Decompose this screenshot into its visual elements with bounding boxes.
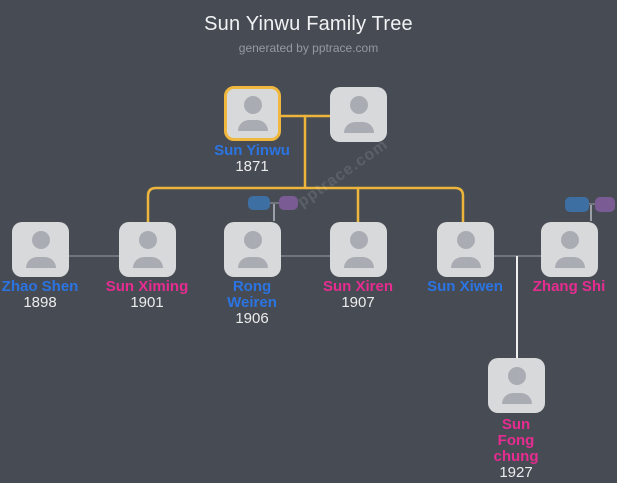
person-label-sun-ximing: Sun Ximing 1901: [92, 279, 202, 311]
person-year: 1907: [341, 294, 375, 311]
person-name: Sun Xiwen: [427, 278, 503, 295]
person-avatar-icon: [330, 222, 387, 277]
person-avatar-icon: [541, 222, 598, 277]
person-year: 1901: [130, 294, 164, 311]
person-label-sun-xiwen: Sun Xiwen: [410, 279, 520, 295]
children-bus-line: [146, 186, 465, 224]
person-card-zhao-shen[interactable]: [12, 222, 69, 277]
person-name: Rong Weiren: [227, 278, 277, 311]
page-title: Sun Yinwu Family Tree: [204, 13, 413, 35]
collapsed-male-ancestor-chip-icon[interactable]: [565, 197, 589, 212]
person-card-sun-xiren[interactable]: [330, 222, 387, 277]
person-year: 1871: [235, 158, 269, 175]
page-subtitle: generated by pptrace.com: [238, 41, 379, 55]
person-avatar-icon: [227, 89, 278, 138]
person-label-sun-fong-chung: Sun Fong chung 1927: [484, 417, 548, 481]
collapsed-female-ancestor-chip-icon[interactable]: [279, 196, 298, 210]
person-card-spouse-of-sun-yinwu[interactable]: [330, 87, 387, 142]
person-label-zhao-shen: Zhao Shen 1898: [0, 279, 95, 311]
person-card-sun-yinwu[interactable]: [224, 86, 281, 141]
person-card-sun-xiwen[interactable]: [437, 222, 494, 277]
person-label-zhang-shi: Zhang Shi: [514, 279, 617, 295]
person-avatar-icon: [437, 222, 494, 277]
person-year: 1906: [235, 310, 269, 327]
person-card-rong-weiren[interactable]: [224, 222, 281, 277]
person-card-sun-fong-chung[interactable]: [488, 358, 545, 413]
person-label-sun-xiren: Sun Xiren 1907: [303, 279, 413, 311]
person-name: Zhang Shi: [532, 278, 606, 295]
person-avatar-icon: [119, 222, 176, 277]
person-avatar-icon: [224, 222, 281, 277]
person-label-rong-weiren: Rong Weiren 1906: [212, 279, 292, 327]
person-avatar-icon: [330, 87, 387, 142]
person-name: Sun Fong chung: [493, 416, 539, 465]
person-name: Zhao Shen: [1, 278, 79, 295]
collapsed-male-ancestor-chip-icon[interactable]: [248, 196, 270, 210]
person-year: 1927: [499, 464, 533, 481]
header: Sun Yinwu Family Tree generated by pptra…: [0, 13, 617, 55]
person-card-zhang-shi[interactable]: [541, 222, 598, 277]
person-label-sun-yinwu: Sun Yinwu 1871: [197, 143, 307, 175]
person-name: Sun Xiren: [322, 278, 393, 295]
person-name: Sun Yinwu: [214, 142, 290, 159]
person-year: 1898: [23, 294, 57, 311]
person-name: Sun Ximing: [105, 278, 189, 295]
person-avatar-icon: [488, 358, 545, 413]
collapsed-female-ancestor-chip-icon[interactable]: [595, 197, 615, 212]
person-avatar-icon: [12, 222, 69, 277]
person-card-sun-ximing[interactable]: [119, 222, 176, 277]
